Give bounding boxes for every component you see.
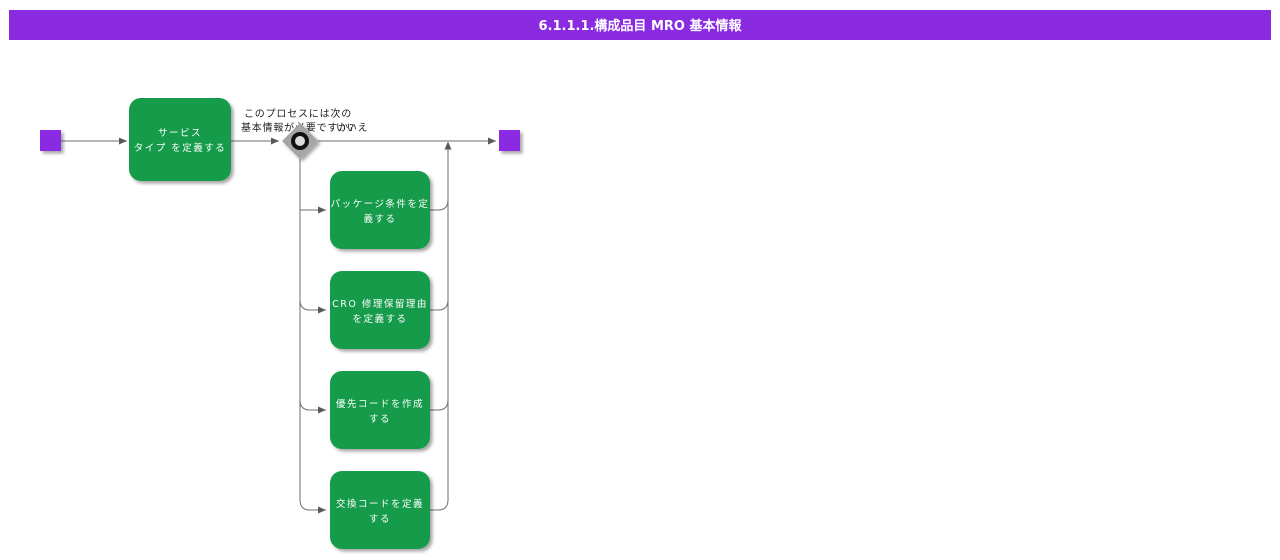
task-priority-code-box bbox=[330, 371, 430, 449]
decision-question-line1: このプロセスには次の bbox=[244, 107, 352, 120]
task-cro-repair-hold-reason: CRO 修理保留理由 を定義する bbox=[330, 271, 430, 349]
task-service-type-label-line2: タイプ を定義する bbox=[134, 142, 227, 154]
connectors bbox=[61, 137, 496, 514]
connector-package-out bbox=[430, 199, 449, 211]
end-node bbox=[499, 130, 520, 151]
decision-no-branch-label: いいえ bbox=[336, 122, 368, 134]
task-priority-code-label-line1: 優先コードを作成 bbox=[336, 398, 424, 410]
task-exchange-code-box bbox=[330, 471, 430, 549]
merge-up-arrowhead bbox=[444, 141, 452, 150]
task-cro-repair-hold-reason-box bbox=[330, 271, 430, 349]
connector-to-priority bbox=[299, 399, 326, 414]
title-bar: 6.1.1.1.構成品目 MRO 基本情報 bbox=[9, 10, 1271, 40]
task-exchange-code: 交換コードを定義 する bbox=[330, 471, 430, 549]
task-service-type-box bbox=[129, 98, 231, 181]
connector-priority-out bbox=[430, 399, 449, 411]
start-node bbox=[40, 130, 61, 151]
task-package-conditions: パッケージ条件を定 義する bbox=[330, 171, 430, 249]
task-package-conditions-box bbox=[330, 171, 430, 249]
task-priority-code: 優先コードを作成 する bbox=[330, 371, 430, 449]
task-package-conditions-label-line2: 義する bbox=[363, 213, 396, 225]
connector-exchange-out bbox=[430, 499, 449, 511]
page-title: 6.1.1.1.構成品目 MRO 基本情報 bbox=[539, 18, 743, 34]
task-cro-repair-hold-reason-label-line1: CRO 修理保留理由 bbox=[332, 298, 428, 310]
connector-to-cro bbox=[299, 299, 326, 314]
decision-node bbox=[282, 123, 318, 159]
task-service-type-label-line1: サービス bbox=[158, 128, 202, 139]
task-package-conditions-label-line1: パッケージ条件を定 bbox=[331, 198, 430, 210]
task-exchange-code-label-line2: する bbox=[369, 514, 391, 525]
title-bar-background bbox=[9, 10, 1271, 40]
task-exchange-code-label-line1: 交換コードを定義 bbox=[336, 498, 424, 510]
connector-cro-out bbox=[430, 299, 449, 311]
task-cro-repair-hold-reason-label-line2: を定義する bbox=[352, 313, 407, 325]
decision-merge-icon bbox=[291, 132, 309, 150]
connector-branch-trunk-left bbox=[299, 159, 326, 514]
task-service-type: サービス タイプ を定義する bbox=[129, 98, 231, 181]
task-priority-code-label-line2: する bbox=[369, 414, 391, 425]
